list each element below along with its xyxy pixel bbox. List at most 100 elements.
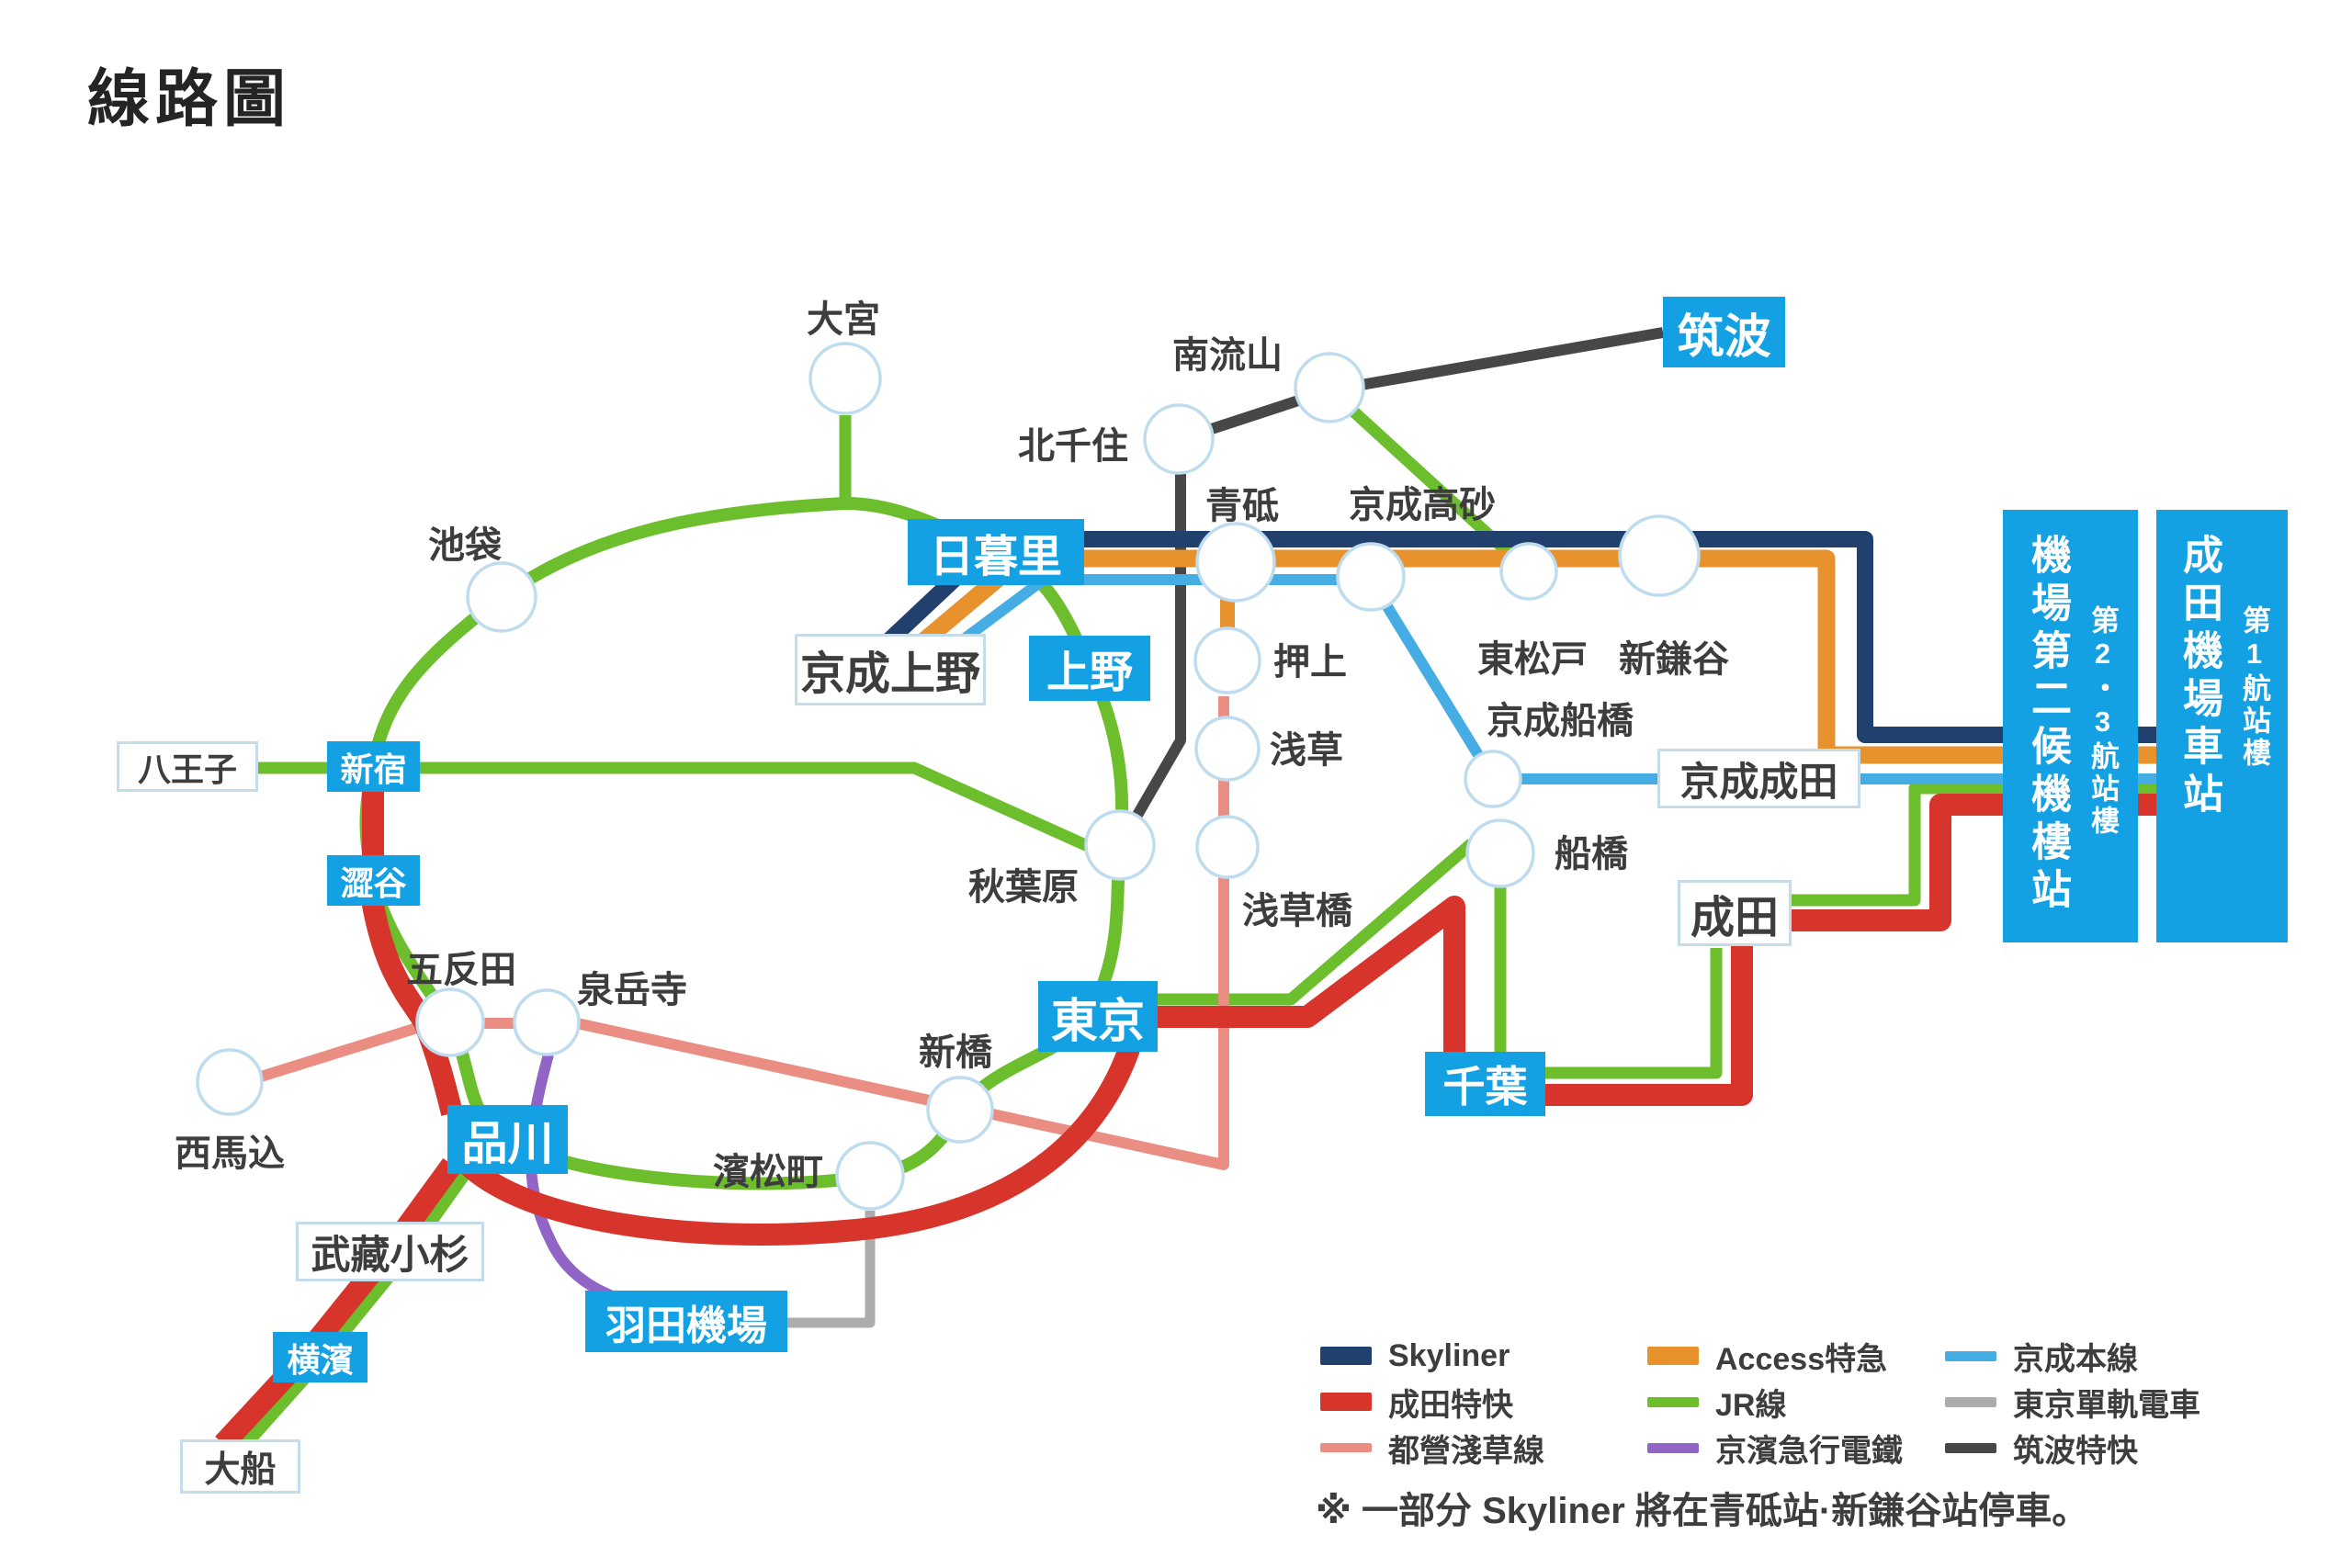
station-box-ofuna: 大船 bbox=[180, 1439, 300, 1494]
station-box-yokohama: 横濱 bbox=[273, 1332, 368, 1382]
station-box-tsukuba: 筑波 bbox=[1663, 297, 1785, 367]
station-box-haneda-airport: 羽田機場 bbox=[585, 1291, 787, 1352]
station-box-keisei-narita: 京成成田 bbox=[1657, 749, 1860, 808]
jr-chuo-line bbox=[258, 761, 1092, 852]
legend-label-jr: JR線 bbox=[1715, 1387, 1787, 1423]
station-box-tokyo: 東京 bbox=[1038, 981, 1158, 1052]
station-circle-aoto bbox=[1195, 522, 1276, 603]
legend-item-monorail: 東京單軌電車 bbox=[1945, 1379, 2200, 1425]
airport-box-main-terminal-1: 成田機場車站 bbox=[2177, 534, 2222, 820]
station-label-keisei-takasago: 京成高砂 bbox=[1349, 485, 1496, 525]
airport-box-sub-terminal-2-3: 第2・3航站樓 bbox=[2086, 605, 2119, 838]
legend-swatch-jr bbox=[1647, 1396, 1699, 1407]
legend-swatch-monorail bbox=[1945, 1396, 1996, 1407]
station-label-akihabara: 秋葉原 bbox=[968, 867, 1079, 908]
access-express-line bbox=[898, 549, 2278, 764]
station-label-higashi-matsudo: 東松戸 bbox=[1477, 639, 1588, 680]
station-circle-shimbashi bbox=[926, 1076, 994, 1144]
legend-item-keikyu: 京濱急行電鐵 bbox=[1647, 1425, 1903, 1471]
legend-column-3: 京成本線東京單軌電車筑波特快 bbox=[1945, 1333, 2200, 1471]
jr-sobu-tokyo-funabashi-line bbox=[1158, 839, 1476, 1006]
station-circle-asakusa bbox=[1194, 716, 1261, 782]
legend-label-access-express: Access特急 bbox=[1715, 1341, 1888, 1377]
station-circle-funabashi bbox=[1465, 818, 1535, 888]
station-circle-sengakuji bbox=[513, 988, 581, 1056]
station-circle-akihabara bbox=[1084, 809, 1156, 881]
station-label-hamamatsucho: 濱松町 bbox=[713, 1152, 823, 1192]
station-box-keisei-ueno: 京成上野 bbox=[795, 634, 986, 705]
legend-swatch-tsukuba-express bbox=[1945, 1442, 1996, 1453]
legend-label-narita-express: 成田特快 bbox=[1388, 1387, 1513, 1423]
station-circle-higashi-matsudo bbox=[1499, 542, 1558, 601]
station-label-kita-senju: 北千住 bbox=[1018, 426, 1128, 467]
legend-item-skyliner: Skyliner bbox=[1320, 1333, 1544, 1379]
station-label-asakusabashi: 浅草橋 bbox=[1242, 891, 1352, 931]
station-box-musashi-kosugi: 武藏小杉 bbox=[296, 1222, 484, 1281]
jr-chiba-narita-line bbox=[1544, 948, 1723, 1079]
station-circle-omiya bbox=[808, 342, 882, 415]
nex-tokyo-chiba-line bbox=[450, 896, 1465, 1246]
legend-item-keisei-main: 京成本線 bbox=[1945, 1333, 2200, 1379]
airport-box-main-terminal-2-3: 機場第二候機樓站 bbox=[2025, 534, 2070, 916]
footnote: ※ 一部分 Skyliner 將在青砥站·新鎌谷站停車。 bbox=[1316, 1491, 2089, 1531]
airport-box-terminal-1: 成田機場車站第1航站樓 bbox=[2156, 510, 2288, 942]
station-circles-layer bbox=[196, 342, 1701, 1211]
station-label-sengakuji: 泉岳寺 bbox=[577, 970, 687, 1010]
station-circle-keisei-funabashi bbox=[1464, 750, 1522, 808]
station-box-shibuya: 澀谷 bbox=[327, 855, 420, 906]
legend-column-2: Access特急 JR線京濱急行電鐵 bbox=[1647, 1333, 1903, 1471]
legend-item-access-express: Access特急 bbox=[1647, 1333, 1903, 1379]
keikyu-line bbox=[525, 1053, 650, 1314]
legend-label-skyliner: Skyliner bbox=[1388, 1337, 1510, 1373]
station-circle-kita-senju bbox=[1143, 403, 1215, 475]
station-box-ueno: 上野 bbox=[1029, 636, 1150, 701]
station-box-shinjuku: 新宿 bbox=[327, 741, 420, 792]
station-label-shin-kamagaya: 新鎌谷 bbox=[1619, 639, 1729, 680]
station-circle-ikebukuro bbox=[466, 561, 537, 633]
airport-box-sub-terminal-1: 第1航站樓 bbox=[2238, 605, 2270, 770]
page-title: 線路圖 bbox=[87, 64, 292, 134]
nex-southwest-branch-line bbox=[215, 1157, 461, 1452]
station-circle-keisei-takasago bbox=[1336, 542, 1406, 612]
legend-swatch-skyliner bbox=[1320, 1347, 1372, 1365]
legend-swatch-keikyu bbox=[1647, 1442, 1699, 1453]
legend-item-jr: JR線 bbox=[1647, 1379, 1903, 1425]
station-box-shinagawa: 品川 bbox=[447, 1105, 568, 1174]
legend-swatch-toei-asakusa bbox=[1320, 1443, 1372, 1452]
airport-box-terminal-2-3: 機場第二候機樓站第2・3航站樓 bbox=[2003, 510, 2138, 942]
legend-label-keisei-main: 京成本線 bbox=[2013, 1341, 2138, 1377]
station-label-nishi-magome: 西馬込 bbox=[175, 1134, 285, 1174]
station-label-asakusa: 浅草 bbox=[1270, 730, 1343, 771]
legend-label-tsukuba-express: 筑波特快 bbox=[2013, 1433, 2138, 1469]
station-circle-oshiage bbox=[1193, 626, 1261, 694]
legend-column-1: Skyliner 成田特快都營淺草線 bbox=[1320, 1333, 1544, 1471]
station-label-ikebukuro: 池袋 bbox=[428, 525, 502, 566]
station-label-shimbashi: 新橋 bbox=[919, 1032, 992, 1073]
legend-item-toei-asakusa: 都營淺草線 bbox=[1320, 1425, 1544, 1471]
station-label-minami-nagareyama: 南流山 bbox=[1172, 335, 1283, 376]
station-label-oshiage: 押上 bbox=[1273, 642, 1347, 682]
station-label-keisei-funabashi: 京成船橋 bbox=[1487, 701, 1634, 741]
station-label-omiya: 大宮 bbox=[807, 299, 880, 340]
legend-swatch-keisei-main bbox=[1945, 1350, 1996, 1361]
station-circle-minami-nagareyama bbox=[1294, 352, 1365, 423]
legend-item-narita-express: 成田特快 bbox=[1320, 1379, 1544, 1425]
station-label-gotanda: 五反田 bbox=[406, 950, 516, 990]
station-circle-shin-kamagaya bbox=[1618, 514, 1701, 597]
legend-swatch-narita-express bbox=[1320, 1393, 1372, 1411]
station-circle-gotanda bbox=[415, 987, 485, 1057]
station-label-aoto: 青砥 bbox=[1205, 486, 1279, 526]
legend-label-keikyu: 京濱急行電鐵 bbox=[1715, 1433, 1903, 1469]
station-box-hachioji: 八王子 bbox=[117, 741, 258, 792]
station-circle-hamamatsucho bbox=[835, 1141, 905, 1211]
legend-label-toei-asakusa: 都營淺草線 bbox=[1388, 1433, 1544, 1469]
station-box-narita: 成田 bbox=[1678, 880, 1792, 946]
nex-chiba-narita-line bbox=[1544, 946, 1753, 1106]
station-label-funabashi: 船橋 bbox=[1555, 834, 1628, 874]
station-circle-asakusabashi bbox=[1195, 815, 1260, 879]
tokyo-monorail-line bbox=[787, 1211, 876, 1328]
legend-label-monorail: 東京單軌電車 bbox=[2013, 1387, 2200, 1423]
legend-item-tsukuba-express: 筑波特快 bbox=[1945, 1425, 2200, 1471]
jr-southwest-line bbox=[242, 1163, 476, 1449]
